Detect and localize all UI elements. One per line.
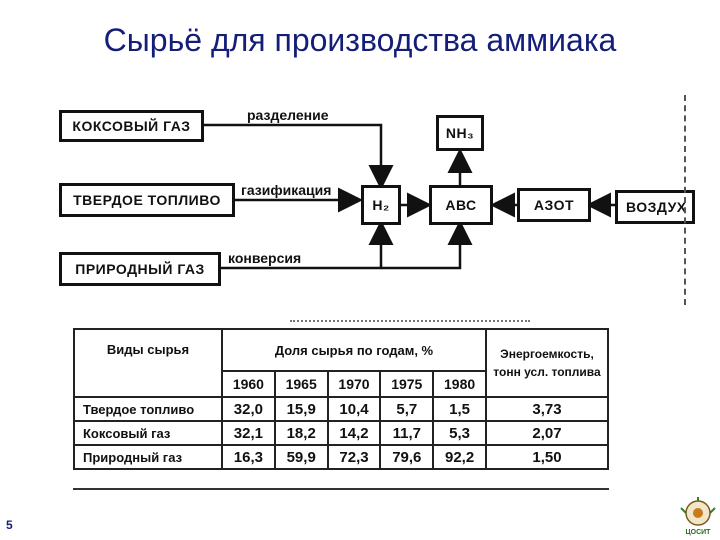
table-cell: 72,3 bbox=[326, 444, 382, 470]
year-header: 1980 bbox=[432, 370, 487, 398]
logo-text: ЦОСИТ bbox=[686, 529, 712, 536]
energy-cell: 1,50 bbox=[485, 444, 609, 470]
table-cell: 92,2 bbox=[432, 444, 487, 470]
node-nitrogen: АЗОТ bbox=[517, 188, 591, 222]
table-cell: 10,4 bbox=[326, 396, 382, 422]
node-air: ВОЗДУХ bbox=[615, 190, 695, 224]
table-cell: 1,5 bbox=[432, 396, 487, 422]
row-label: Твердое топливо bbox=[73, 396, 223, 422]
raw-material-table: Виды сырья Доля сырья по годам, % Энерго… bbox=[73, 328, 609, 490]
table-cell: 5,3 bbox=[432, 420, 487, 446]
arrow-natural-to-abc bbox=[381, 220, 473, 270]
year-header: 1970 bbox=[326, 370, 382, 398]
table-cell: 11,7 bbox=[379, 420, 435, 446]
table-cell: 15,9 bbox=[273, 396, 329, 422]
table-cell: 18,2 bbox=[273, 420, 329, 446]
slide-title: Сырьё для производства аммиака bbox=[103, 22, 617, 58]
energy-cell: 3,73 bbox=[485, 396, 609, 422]
table-row: Природный газ 16,3 59,9 72,3 79,6 92,2 1… bbox=[73, 444, 609, 470]
year-header: 1975 bbox=[379, 370, 435, 398]
cdosit-logo-icon: ЦОСИТ bbox=[680, 497, 716, 536]
page-number: 5 bbox=[6, 518, 13, 532]
table-cell: 32,1 bbox=[221, 420, 276, 446]
process-separation: разделение bbox=[247, 107, 329, 123]
header-share-by-year: Доля сырья по годам, % bbox=[221, 328, 487, 372]
table-cell: 16,3 bbox=[221, 444, 276, 470]
table-cell: 14,2 bbox=[326, 420, 382, 446]
year-header: 1960 bbox=[221, 370, 276, 398]
row-label: Коксовый газ bbox=[73, 420, 223, 446]
header-raw-type: Виды сырья bbox=[73, 328, 223, 398]
table-cell: 32,0 bbox=[221, 396, 276, 422]
flow-connectors bbox=[203, 123, 615, 270]
process-conversion: конверсия bbox=[228, 250, 302, 266]
scan-edge-artifact bbox=[684, 95, 692, 305]
header-energy-intensity: Энергоемкость, тонн усл. топлива bbox=[485, 328, 609, 398]
source-solid-fuel: ТВЕРДОЕ ТОПЛИВО bbox=[59, 183, 235, 217]
table-row: Коксовый газ 32,1 18,2 14,2 11,7 5,3 2,0… bbox=[73, 420, 609, 446]
node-ammonia: NH₃ bbox=[436, 115, 484, 151]
energy-cell: 2,07 bbox=[485, 420, 609, 446]
table-cell: 79,6 bbox=[379, 444, 435, 470]
table-row: Твердое топливо 32,0 15,9 10,4 5,7 1,5 3… bbox=[73, 396, 609, 422]
cropped-caption-artifact bbox=[290, 320, 530, 328]
process-gasification: газификация bbox=[241, 182, 332, 198]
arrow-coke-to-h2 bbox=[203, 123, 394, 190]
node-hydrogen: H₂ bbox=[361, 185, 401, 225]
table-cell: 59,9 bbox=[273, 444, 329, 470]
node-abc: АВС bbox=[429, 185, 493, 225]
table-cell: 5,7 bbox=[379, 396, 435, 422]
source-natural-gas: ПРИРОДНЫЙ ГАЗ bbox=[59, 252, 221, 286]
source-coke-gas: КОКСОВЫЙ ГАЗ bbox=[59, 110, 204, 142]
year-header: 1965 bbox=[273, 370, 329, 398]
row-label: Природный газ bbox=[73, 444, 223, 470]
